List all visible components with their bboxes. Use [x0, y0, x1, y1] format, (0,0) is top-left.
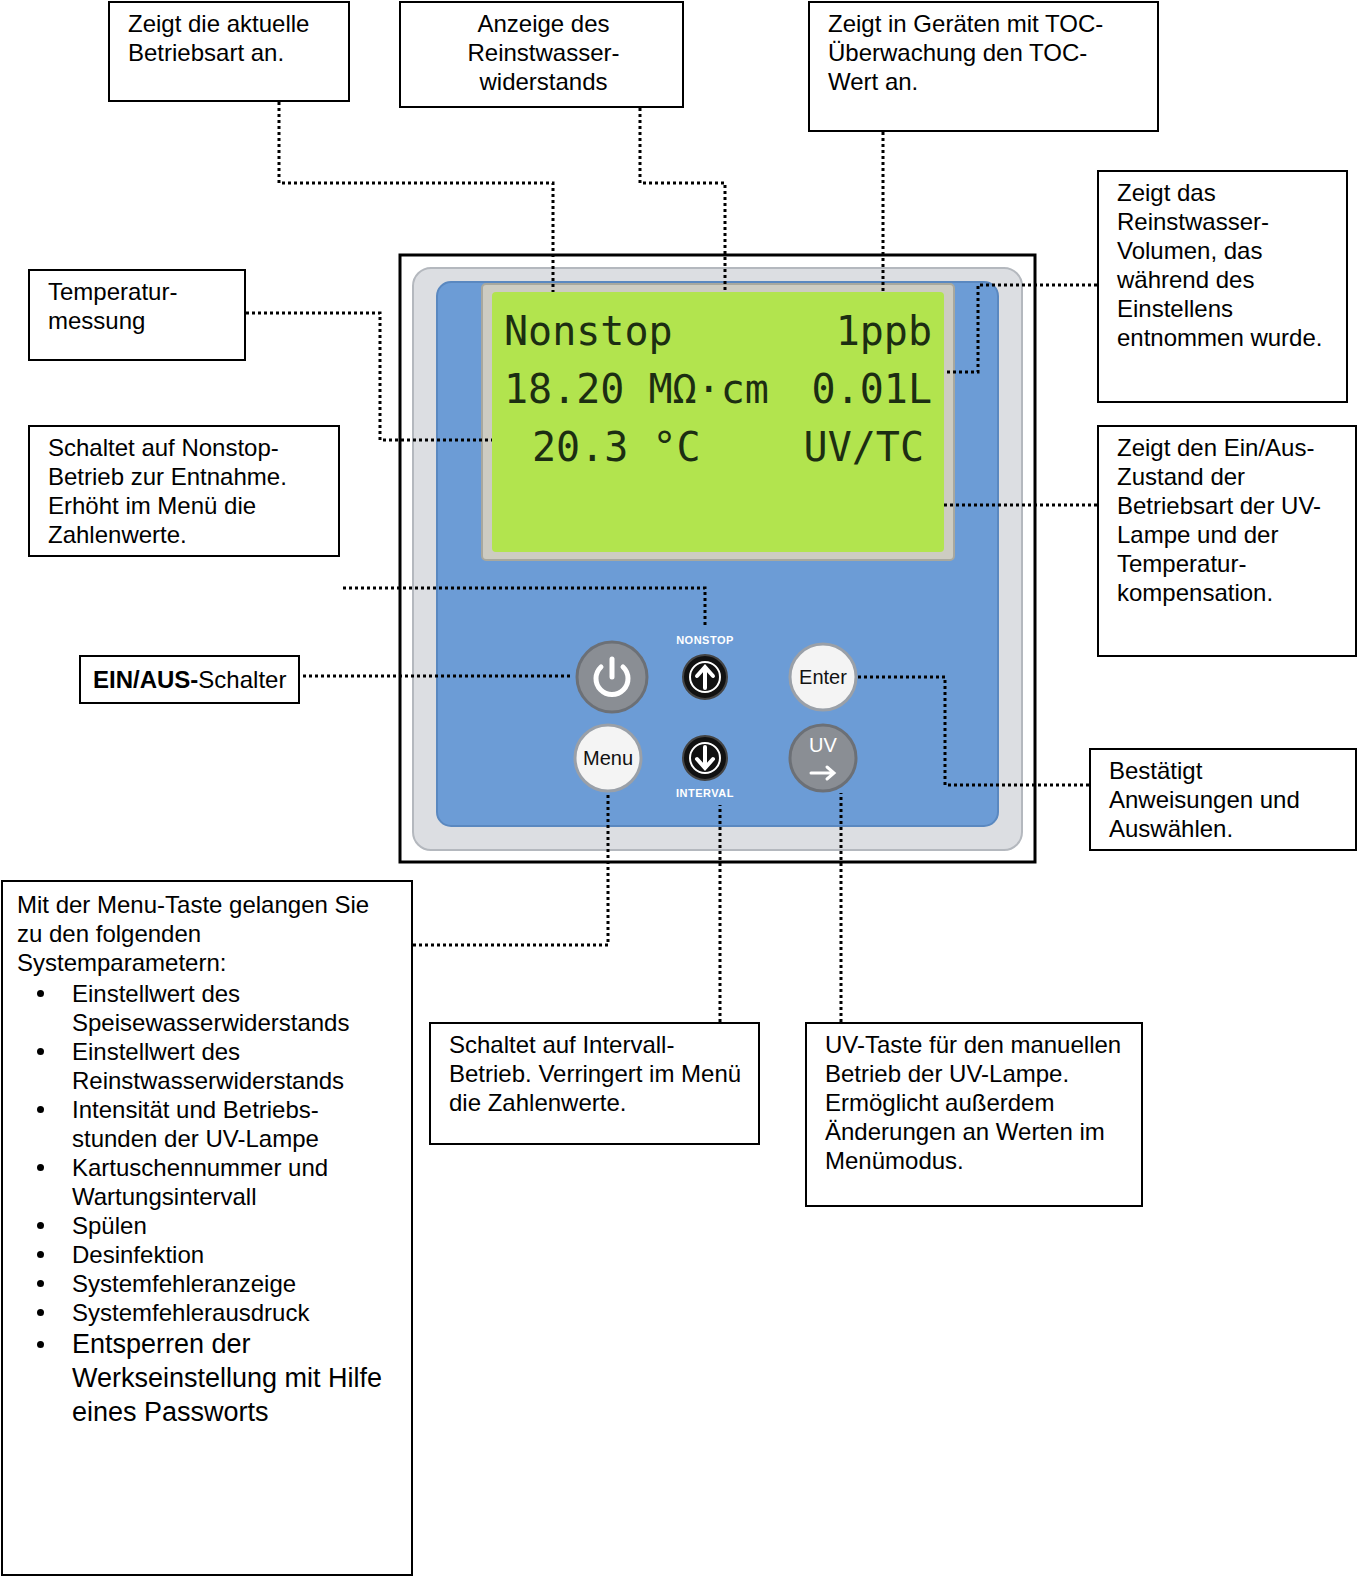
callout-text: Zeigt in Geräten mit TOC- Überwachung de…	[828, 9, 1143, 96]
leader-line	[944, 504, 1097, 507]
lcd-row: Nonstop 1ppb	[504, 302, 932, 360]
button-label: UV	[809, 734, 837, 757]
button-outline	[788, 723, 858, 793]
bullet-dot	[37, 990, 44, 997]
bullet-dot	[37, 1106, 44, 1113]
lcd-screen: Nonstop 1ppb 18.20 MΩ·cm 0.01L 20.3 °C UV/TC	[492, 292, 944, 552]
down-arrow	[697, 747, 713, 768]
leader-line	[279, 102, 553, 292]
callout-box: Zeigt die aktuelle Betriebsart an.	[108, 1, 350, 102]
menu-item: Entsperren der Werkseinstellung mit Hilf…	[17, 1327, 399, 1429]
leader-line	[944, 285, 1097, 372]
menu-item: Intensität und Betriebs- stunden der UV-…	[17, 1095, 399, 1153]
menu-item: Einstellwert des Speisewasserwiderstands	[17, 979, 399, 1037]
lcd-text: 18.20 MΩ·cm	[504, 360, 769, 418]
lcd-text: Nonstop	[504, 302, 673, 360]
bullet-dot	[37, 1222, 44, 1229]
button-circle	[790, 644, 856, 710]
callout-box: Anzeige des Reinstwasser- widerstands	[399, 1, 684, 108]
callout-box: UV-Taste für den manuellen Betrieb der U…	[805, 1022, 1143, 1207]
callout-text: Anzeige des Reinstwasser- widerstands	[419, 9, 668, 96]
callout-text: Mit der Menu-Taste gelangen Sie zu den f…	[17, 890, 399, 977]
power-symbol	[610, 659, 615, 677]
leader-line	[858, 677, 1089, 785]
callout-text: Zeigt das Reinstwasser- Volumen, das wäh…	[1117, 178, 1332, 352]
menu-item: Kartuschennummer und Wartungsintervall	[17, 1153, 399, 1211]
menu-item: Systemfehlerausdruck	[17, 1298, 399, 1327]
callout-text: Schalter	[198, 666, 286, 693]
callout-box: Schaltet auf Intervall- Betrieb. Verring…	[429, 1022, 760, 1145]
lcd-text: 0.01L	[812, 360, 932, 418]
leader-line	[840, 793, 843, 1022]
callout-box: EIN/AUS-Schalter	[79, 655, 300, 704]
menu-button: Menu	[573, 723, 643, 793]
panel-face	[437, 282, 998, 826]
bullet-dot	[37, 1164, 44, 1171]
leader-line	[719, 805, 722, 1022]
bullet-dot	[37, 1309, 44, 1316]
menu-item: Spülen	[17, 1211, 399, 1240]
enter-button: Enter	[788, 642, 858, 712]
bullet-dot	[37, 1251, 44, 1258]
lcd-row: 20.3 °C UV/TC	[504, 418, 932, 476]
leader-line	[343, 588, 705, 628]
leader-line	[882, 132, 885, 292]
menu-item: Systemfehleranzeige	[17, 1269, 399, 1298]
button-caption: NONSTOP	[676, 634, 734, 646]
callout-text: EIN/AUS-	[93, 666, 198, 693]
bullet-dot	[37, 1341, 44, 1348]
callout-box: Zeigt das Reinstwasser- Volumen, das wäh…	[1097, 170, 1348, 403]
down-button-ring	[690, 743, 720, 773]
menu-item: Desinfektion	[17, 1240, 399, 1269]
callout-box: Mit der Menu-Taste gelangen Sie zu den f…	[1, 880, 413, 1576]
callout-text: Temperatur- messung	[48, 277, 230, 335]
up-arrow	[697, 667, 713, 688]
callout-text: Zeigt den Ein/Aus- Zustand der Betriebsa…	[1117, 433, 1341, 607]
down-button	[683, 736, 727, 780]
button-circle	[790, 725, 856, 791]
lcd-text: UV/TC	[804, 418, 924, 476]
callout-box: Zeigt den Ein/Aus- Zustand der Betriebsa…	[1097, 425, 1357, 657]
panel-frame	[400, 255, 1035, 862]
callout-text: Zeigt die aktuelle Betriebsart an.	[128, 9, 334, 67]
panel-bezel	[413, 268, 1022, 850]
callout-box: Temperatur- messung	[28, 269, 246, 361]
menu-item: Einstellwert des Reinstwasserwiderstands	[17, 1037, 399, 1095]
lcd-row: 18.20 MΩ·cm 0.01L	[504, 360, 932, 418]
bullet-dot	[37, 1280, 44, 1287]
button-circle	[575, 725, 641, 791]
button-label: Menu	[583, 747, 633, 770]
callout-box: Bestätigt Anweisungen und Auswählen.	[1089, 748, 1357, 851]
up-button	[683, 655, 727, 699]
button-label: Enter	[799, 666, 847, 689]
callout-text: UV-Taste für den manuellen Betrieb der U…	[825, 1030, 1127, 1175]
arrow-symbol	[811, 767, 834, 779]
lcd-text: 20.3 °C	[532, 418, 701, 476]
callout-box: Zeigt in Geräten mit TOC- Überwachung de…	[808, 1, 1159, 132]
callout-text: Schaltet auf Intervall- Betrieb. Verring…	[449, 1030, 744, 1117]
leader-line	[246, 313, 492, 440]
leader-line	[640, 108, 725, 292]
callout-box: Schaltet auf Nonstop- Betrieb zur Entnah…	[28, 425, 340, 557]
callout-text: Bestätigt Anweisungen und Auswählen.	[1109, 756, 1341, 843]
button-caption: INTERVAL	[676, 787, 734, 799]
callout-text: Schaltet auf Nonstop- Betrieb zur Entnah…	[48, 433, 324, 549]
lcd-frame	[482, 284, 954, 560]
power-button	[577, 642, 647, 712]
bullet-dot	[37, 1048, 44, 1055]
up-button-ring	[690, 662, 720, 692]
lcd-text: 1ppb	[836, 302, 932, 360]
leader-line	[413, 793, 608, 945]
leader-line	[297, 675, 573, 678]
uv-button: UV	[788, 723, 858, 793]
